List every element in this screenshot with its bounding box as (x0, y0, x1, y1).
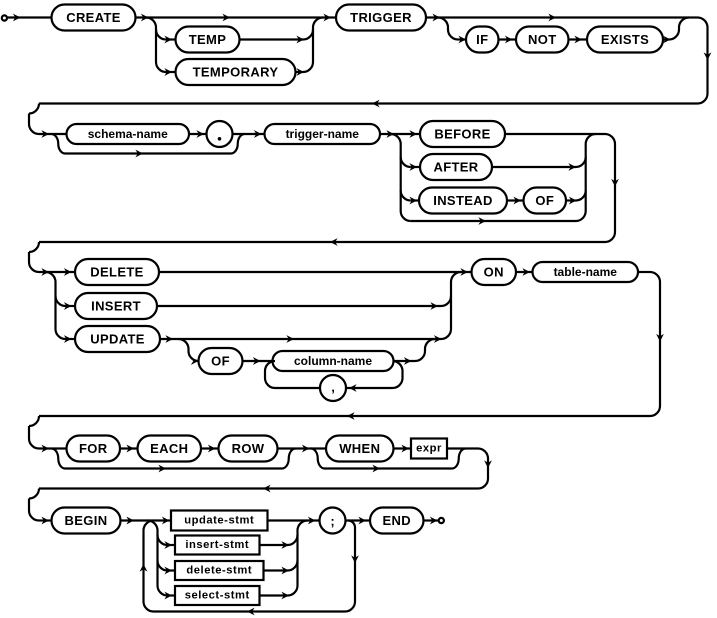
svg-text:table-name: table-name (554, 265, 618, 279)
svg-text:TRIGGER: TRIGGER (350, 10, 412, 25)
svg-text:ON: ON (484, 265, 504, 280)
svg-text:,: , (331, 380, 335, 395)
svg-text:CREATE: CREATE (66, 10, 121, 25)
svg-text:DELETE: DELETE (90, 265, 143, 280)
svg-text:EXISTS: EXISTS (601, 32, 649, 47)
svg-text:trigger-name: trigger-name (286, 127, 360, 141)
svg-text:FOR: FOR (79, 441, 108, 456)
svg-text:column-name: column-name (294, 354, 372, 368)
svg-text:BEGIN: BEGIN (65, 513, 108, 528)
svg-text:END: END (383, 513, 412, 528)
svg-text:insert-stmt: insert-stmt (185, 539, 249, 551)
svg-text:INSERT: INSERT (91, 299, 141, 314)
svg-text:TEMP: TEMP (189, 32, 227, 47)
svg-text:OF: OF (535, 193, 554, 208)
svg-text:ROW: ROW (232, 441, 265, 456)
svg-text:schema-name: schema-name (88, 127, 168, 141)
svg-text:AFTER: AFTER (433, 160, 478, 175)
svg-text:expr: expr (416, 443, 442, 455)
svg-text:WHEN: WHEN (339, 441, 380, 456)
svg-text:IF: IF (476, 32, 488, 47)
svg-text:select-stmt: select-stmt (185, 590, 250, 602)
svg-text:UPDATE: UPDATE (90, 332, 145, 347)
svg-text:BEFORE: BEFORE (434, 127, 490, 142)
svg-text:INSTEAD: INSTEAD (433, 193, 493, 208)
svg-text:EACH: EACH (150, 441, 188, 456)
svg-text:delete-stmt: delete-stmt (186, 565, 252, 577)
svg-text:;: ; (330, 514, 334, 529)
svg-text:update-stmt: update-stmt (184, 515, 254, 527)
svg-text:OF: OF (211, 354, 230, 369)
svg-text:NOT: NOT (528, 32, 557, 47)
svg-text:TEMPORARY: TEMPORARY (193, 65, 279, 80)
